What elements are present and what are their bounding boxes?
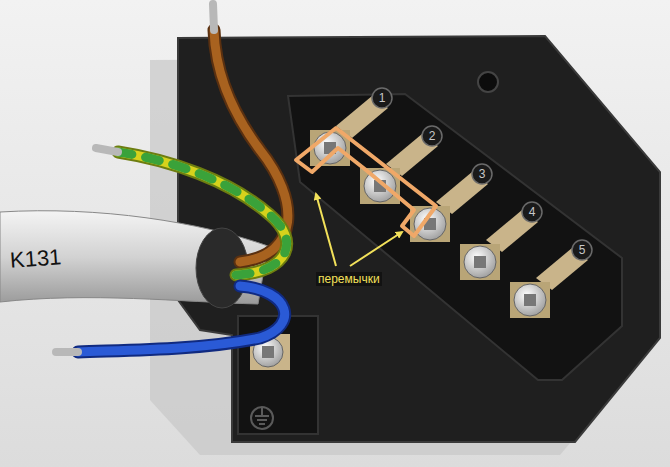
number-circles (372, 88, 592, 260)
number-circle (372, 88, 392, 108)
callout-number: 4 (529, 206, 536, 218)
number-circle (522, 202, 542, 222)
callout-number: 3 (479, 168, 486, 180)
terminal-base (460, 244, 500, 280)
number-circle (422, 126, 442, 146)
terminal-screw (464, 246, 496, 278)
ground-symbol (251, 407, 273, 429)
terminals (310, 96, 588, 318)
leader-line (350, 232, 402, 266)
leader-line (316, 194, 336, 266)
housing (178, 36, 660, 442)
screw-socket (262, 346, 274, 358)
callout-number: 5 (579, 244, 586, 256)
jumper (296, 128, 436, 236)
callout-number: 1 (379, 92, 386, 104)
callout-number: 2 (429, 130, 436, 142)
jumper-label: перемычки (316, 272, 382, 286)
terminal-base (510, 282, 550, 318)
screw-socket (474, 256, 486, 268)
terminal-screw (514, 284, 546, 316)
screw-socket (524, 294, 536, 306)
mount-hole (478, 72, 498, 92)
cable-marking: K131 (9, 246, 62, 272)
number-circle (572, 240, 592, 260)
number-circle (472, 164, 492, 184)
wires (56, 4, 288, 352)
cavity (288, 94, 622, 380)
